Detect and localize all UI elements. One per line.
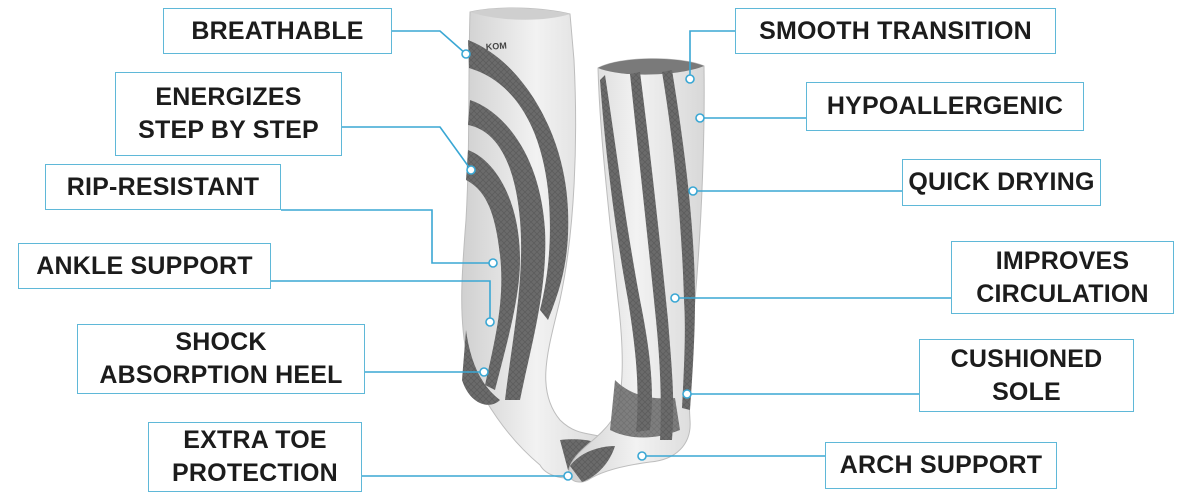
left-sock-stripe-3 [468,40,569,320]
smooth-transition-leader-line [689,30,735,79]
right-sock-stripe-3 [662,70,695,410]
extra-toe-label: EXTRA TOE PROTECTION [148,422,362,492]
shock-absorption-leader-dot [479,367,489,377]
hypoallergenic-label: HYPOALLERGENIC [806,82,1084,131]
breathable-leader-dot [461,49,471,59]
cushioned-sole-label: CUSHIONED SOLE [919,339,1134,412]
right-sock [568,58,705,483]
ankle-support-leader-dot [485,317,495,327]
left-sock-cuff-rim [470,7,570,20]
shock-absorption-label: SHOCK ABSORPTION HEEL [77,324,365,394]
left-sock-heel [462,330,500,405]
rip-resistant-leader-dot [488,258,498,268]
left-sock-logo: KOM [485,41,507,52]
right-sock-cuff-rim [598,58,704,75]
extra-toe-leader-dot [563,471,573,481]
leader-lines [271,30,951,481]
right-sock-arch-panel [610,380,680,438]
rip-resistant-leader-line [281,209,493,264]
left-sock: KOM [461,7,611,479]
rip-resistant-label: RIP-RESISTANT [45,164,281,210]
hypoallergenic-leader-dot [695,113,705,123]
energizes-leader-dot [466,165,476,175]
breathable-leader-line [392,30,467,55]
improves-circulation-leader-dot [670,293,680,303]
quick-drying-label: QUICK DRYING [902,159,1101,206]
cushioned-sole-leader-dot [682,389,692,399]
right-sock-stripe-1 [600,75,652,432]
ankle-support-label: ANKLE SUPPORT [18,243,271,289]
left-sock-stripe-1 [468,100,546,400]
energizes-leader-line [342,126,472,171]
arch-support-leader-dot [637,451,647,461]
improves-circulation-label: IMPROVES CIRCULATION [951,241,1174,314]
breathable-label: BREATHABLE [163,8,392,54]
right-sock-stripe-2 [630,72,674,440]
ankle-support-leader-line [271,280,491,322]
arch-support-label: ARCH SUPPORT [825,442,1057,489]
right-sock-toe [570,446,615,482]
quick-drying-leader-dot [688,186,698,196]
energizes-label: ENERGIZES STEP BY STEP [115,72,342,156]
smooth-transition-label: SMOOTH TRANSITION [735,8,1056,54]
smooth-transition-leader-dot [685,74,695,84]
left-sock-stripe-2 [466,150,520,390]
